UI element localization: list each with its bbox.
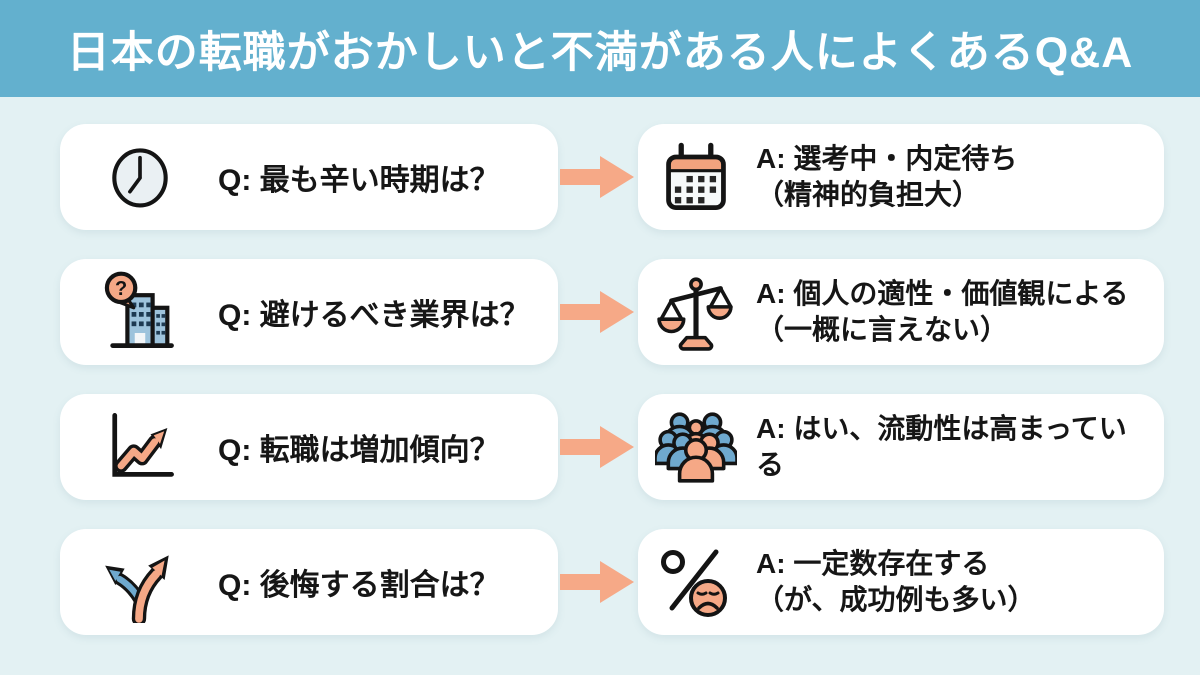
question-text: Q: 避けるべき業界は？ (218, 299, 530, 332)
answer-card: A: 一定数存在する （が、成功例も多い） (638, 529, 1164, 635)
building-question-icon: ? (94, 270, 186, 354)
balance-scale-icon (650, 272, 742, 352)
arrow-right-icon (560, 154, 636, 200)
qa-row-4: Q: 後悔する割合は？ A: 一定数存 (60, 529, 1200, 635)
answer-line: A: はい、流動性は高まっている (756, 413, 1127, 480)
answer-line: A: 個人の適性・価値観による (756, 278, 1129, 310)
qa-rows: Q: 最も辛い時期は？ (0, 97, 1200, 635)
question-text: Q: 後悔する割合は？ (218, 569, 500, 602)
answer-line: （一概に言えない） (756, 314, 1009, 345)
question-card: ? Q: 避けるべき業界は？ (60, 259, 558, 365)
qa-row-2: ? Q: 避けるべき業界は？ (60, 259, 1200, 365)
question-card: Q: 最も辛い時期は？ (60, 124, 558, 230)
answer-line: A: 一定数存在する (756, 548, 990, 580)
answer-line: A: 選考中・内定待ち (756, 143, 1018, 175)
question-card: Q: 転職は増加傾向？ (60, 394, 558, 500)
header-banner: 日本の転職がおかしいと不満がある人によくあるQ&A (0, 0, 1200, 97)
question-text: Q: 転職は増加傾向？ (218, 434, 500, 467)
percent-sad-face-icon (650, 542, 742, 622)
question-card: Q: 後悔する割合は？ (60, 529, 558, 635)
answer-text: A: 選考中・内定待ち （精神的負担大） (756, 141, 1017, 213)
answer-text: A: 個人の適性・価値観による （一概に言えない） (756, 276, 1129, 348)
answer-line: （が、成功例も多い） (756, 584, 1036, 615)
answer-card: A: 個人の適性・価値観による （一概に言えない） (638, 259, 1164, 365)
page-title: 日本の転職がおかしいと不満がある人によくあるQ&A (66, 28, 1134, 77)
qa-row-3: Q: 転職は増加傾向？ (60, 394, 1200, 500)
calendar-icon (650, 141, 742, 213)
answer-text: A: 一定数存在する （が、成功例も多い） (756, 546, 1035, 618)
growth-chart-icon (94, 407, 186, 487)
answer-card: A: 選考中・内定待ち （精神的負担大） (638, 124, 1164, 230)
answer-card: A: はい、流動性は高まっている (638, 394, 1164, 500)
qa-row-1: Q: 最も辛い時期は？ (60, 124, 1200, 230)
arrow-right-icon (560, 424, 636, 470)
clock-icon (94, 141, 186, 213)
fork-arrows-icon (94, 541, 186, 623)
crowd-icon (650, 409, 742, 485)
answer-text: A: はい、流動性は高まっている (756, 411, 1150, 483)
arrow-right-icon (560, 289, 636, 335)
answer-line: （精神的負担大） (756, 179, 981, 210)
svg-text:?: ? (115, 278, 127, 300)
question-text: Q: 最も辛い時期は？ (218, 164, 500, 197)
arrow-right-icon (560, 559, 636, 605)
